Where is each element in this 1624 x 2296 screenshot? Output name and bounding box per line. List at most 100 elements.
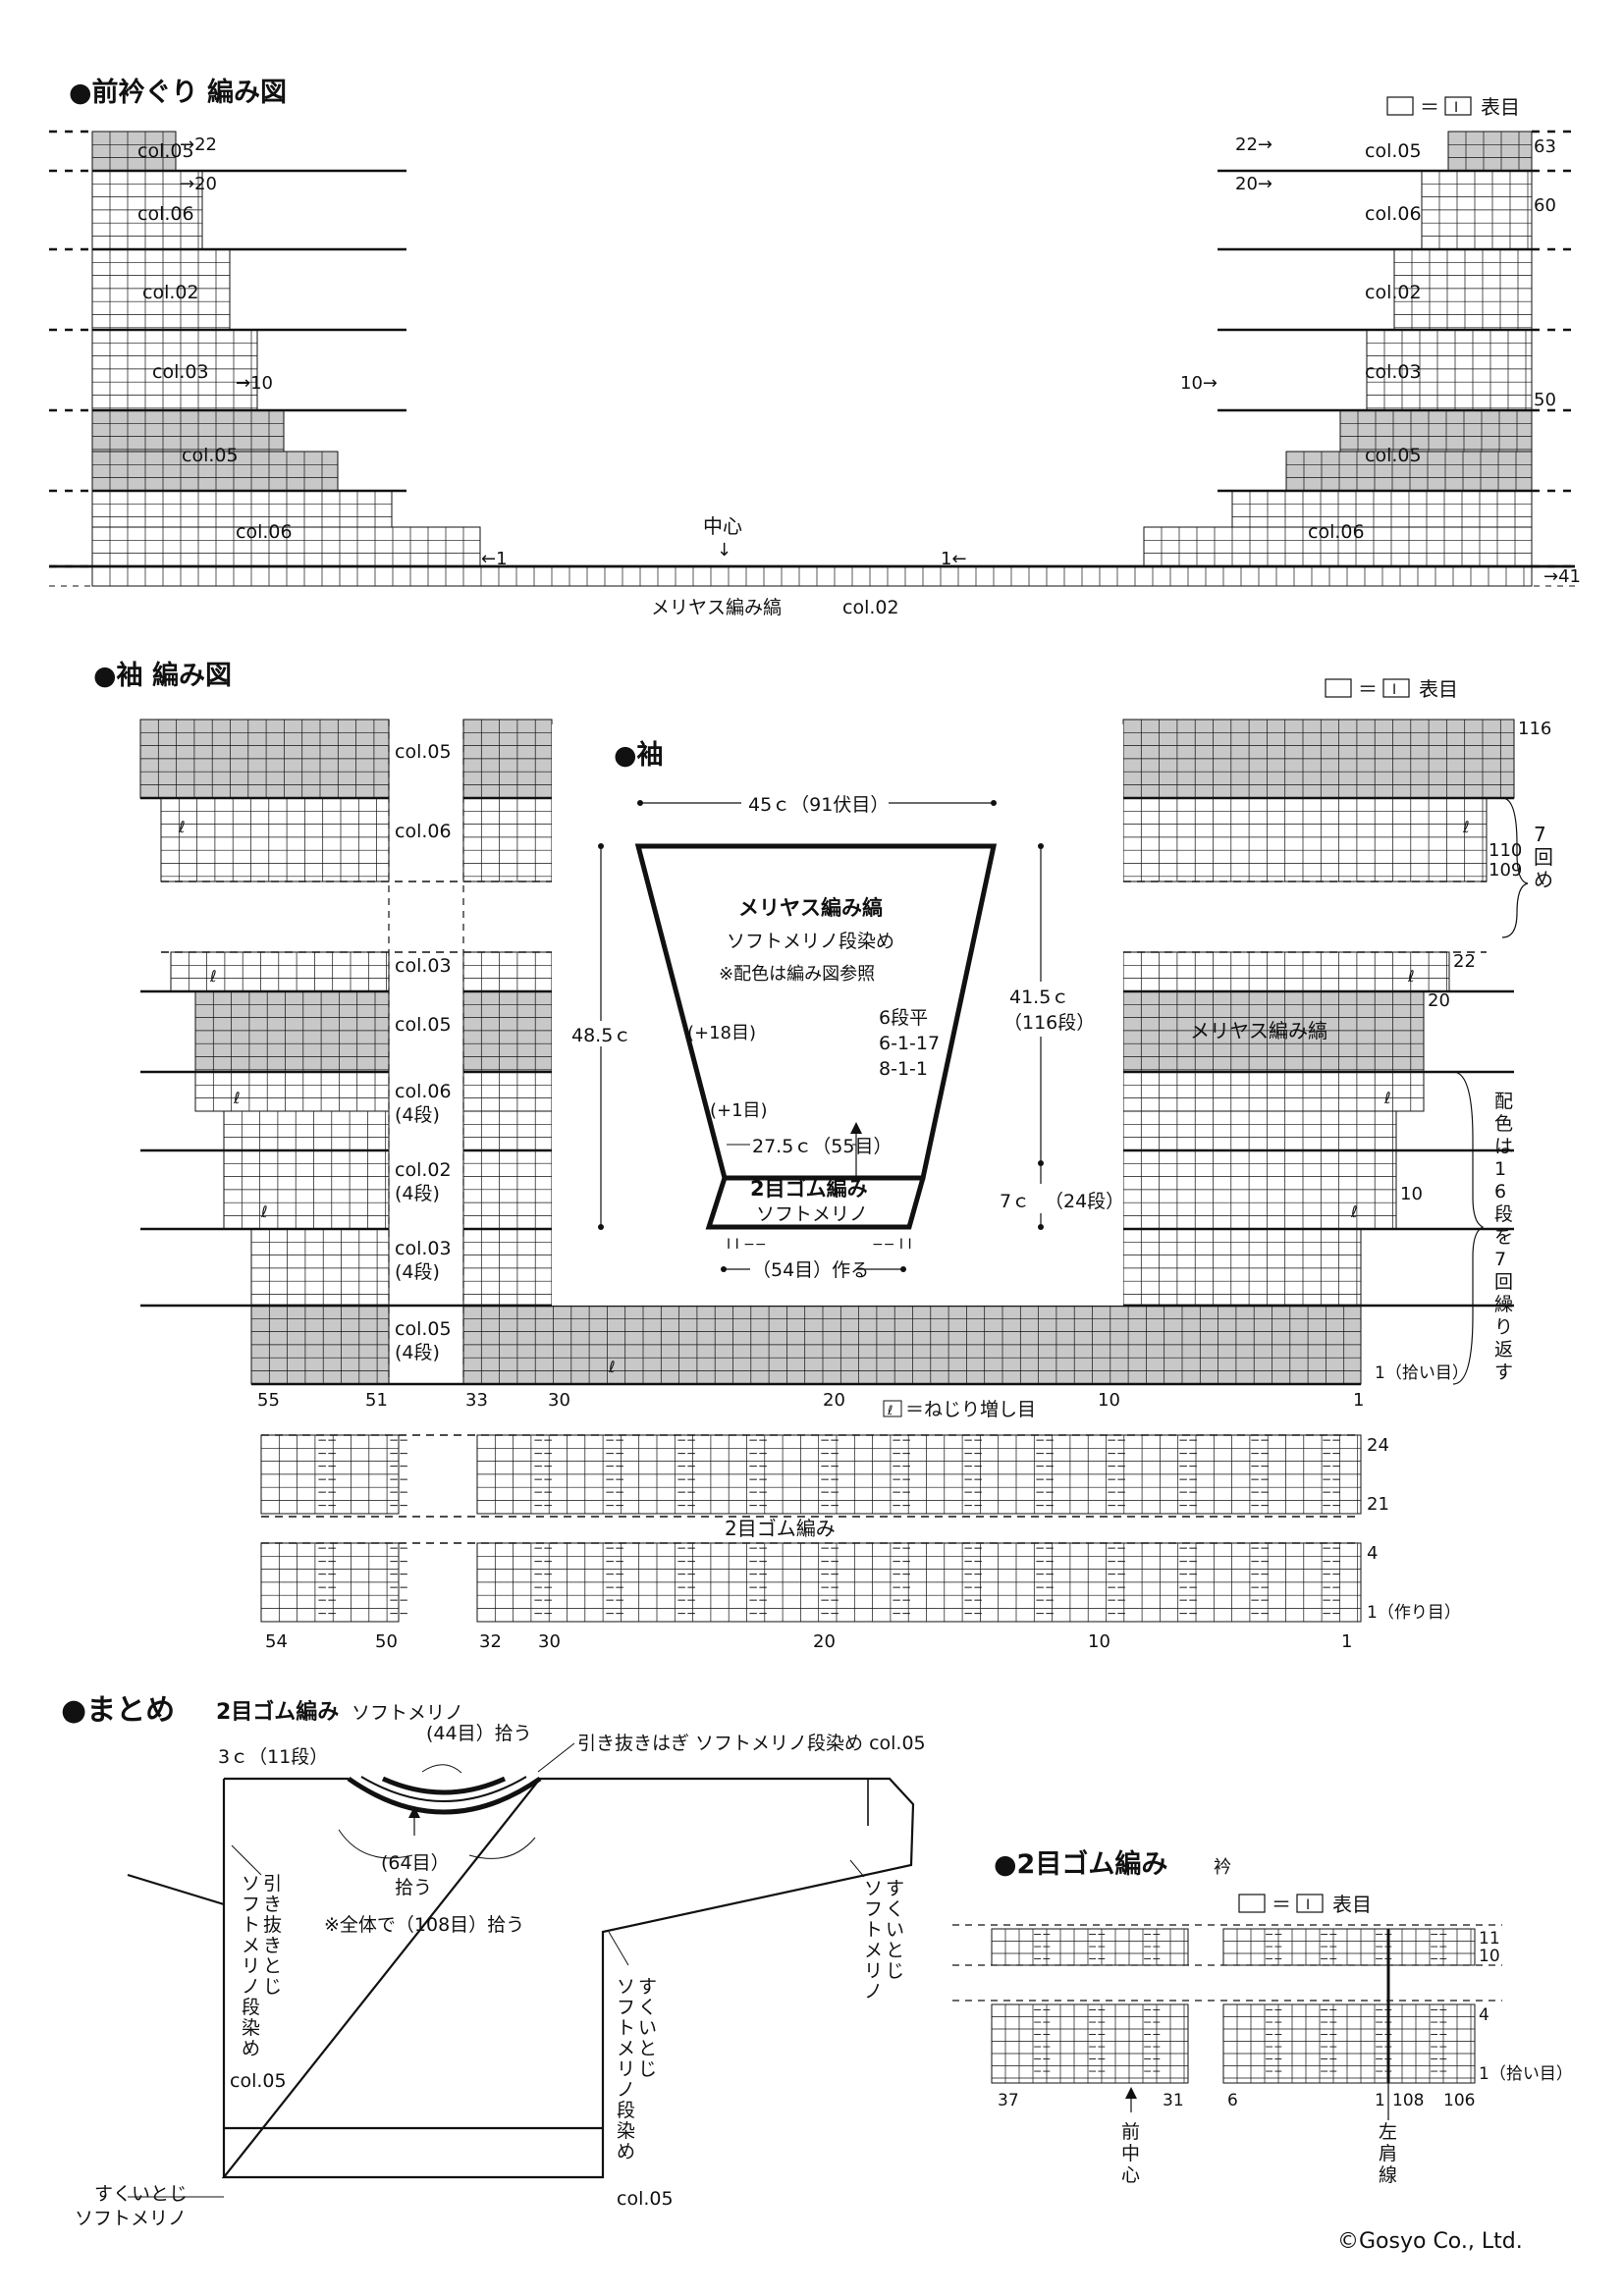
svg-text:−−: −− xyxy=(820,1593,839,1607)
svg-text:−−: −− xyxy=(963,1460,983,1473)
svg-text:−−: −− xyxy=(1033,2053,1051,2065)
sleeve-chart-title: ●袖 編み図 xyxy=(93,660,232,691)
svg-text:−−: −− xyxy=(533,1446,553,1460)
svg-text:表目: 表目 xyxy=(1419,677,1458,701)
svg-text:線: 線 xyxy=(1379,2164,1397,2186)
vertical-note-char: リ xyxy=(617,2058,635,2080)
svg-text:−−: −− xyxy=(892,1607,911,1621)
svg-text:肩: 肩 xyxy=(1379,2143,1397,2164)
svg-text:−−: −− xyxy=(1178,1499,1198,1513)
svg-text:−−: −− xyxy=(1265,2053,1282,2065)
collar-band-right-4: col.05 xyxy=(1365,445,1422,466)
svg-text:−−: −− xyxy=(892,1433,911,1447)
svg-text:−−: −− xyxy=(533,1593,553,1607)
sleeve-band-6: col.03 xyxy=(395,1238,452,1259)
svg-text:＝: ＝ xyxy=(1420,95,1439,119)
svg-text:54: 54 xyxy=(265,1631,288,1652)
vertical-note-char: い xyxy=(638,2017,657,2039)
svg-text:−−: −− xyxy=(677,1446,696,1460)
vertical-note-char: く xyxy=(886,1898,904,1920)
svg-text:−−: −− xyxy=(1035,1541,1055,1555)
svg-text:−−: −− xyxy=(1322,1554,1341,1568)
sleeve-band-5: col.02 xyxy=(395,1159,452,1181)
svg-text:↓: ↓ xyxy=(717,540,731,561)
svg-text:−−: −− xyxy=(1143,1928,1161,1941)
svg-text:−−: −− xyxy=(1430,2003,1447,2016)
svg-text:−−: −− xyxy=(317,1433,337,1447)
svg-text:6: 6 xyxy=(1227,2091,1238,2110)
svg-text:31: 31 xyxy=(1163,2091,1184,2110)
svg-text:−−: −− xyxy=(605,1485,624,1499)
svg-text:回: 回 xyxy=(1494,1271,1513,1293)
svg-text:−−: −− xyxy=(1107,1607,1126,1621)
svg-text:I I −−: I I −− xyxy=(727,1237,767,1253)
collar-band-left-3: col.03 xyxy=(152,361,209,383)
svg-text:−−: −− xyxy=(317,1499,337,1513)
svg-text:−−: −− xyxy=(1430,1941,1447,1953)
svg-text:20: 20 xyxy=(1428,990,1450,1011)
twist-increase-icon: ℓ xyxy=(1350,1202,1358,1221)
vertical-note-char: フ xyxy=(242,1894,260,1915)
vertical-note-char: め xyxy=(617,2141,635,2163)
svg-text:−−: −− xyxy=(677,1554,696,1568)
collar-band-right-3: col.03 xyxy=(1365,361,1422,383)
svg-text:−−: −− xyxy=(317,1541,337,1555)
svg-text:−−: −− xyxy=(1035,1433,1055,1447)
svg-text:−−: −− xyxy=(1143,2016,1161,2029)
collar-band-left-2: col.02 xyxy=(142,282,199,303)
vertical-note-char: め xyxy=(242,2038,260,2059)
svg-text:10: 10 xyxy=(1088,1631,1110,1652)
twist-increase-icon: ℓ xyxy=(1383,1089,1391,1107)
svg-text:−−: −− xyxy=(1320,1941,1337,1953)
svg-text:−−: −− xyxy=(389,1472,408,1486)
sleeve-band-0: col.05 xyxy=(395,741,452,763)
svg-text:−−: −− xyxy=(317,1580,337,1594)
svg-text:−−: −− xyxy=(1035,1568,1055,1581)
svg-text:−−: −− xyxy=(963,1607,983,1621)
svg-text:−−: −− xyxy=(533,1554,553,1568)
svg-text:27.5ｃ（55目）: 27.5ｃ（55目） xyxy=(752,1136,892,1157)
svg-text:−−: −− xyxy=(1430,2041,1447,2054)
svg-text:−−: −− xyxy=(1143,2065,1161,2078)
svg-text:−−: −− xyxy=(1107,1499,1126,1513)
svg-text:32: 32 xyxy=(479,1631,502,1652)
svg-text:−−: −− xyxy=(748,1433,768,1447)
svg-text:30: 30 xyxy=(548,1390,570,1411)
svg-text:(+18目): (+18目) xyxy=(687,1023,756,1043)
sleeve-band-6: (4段) xyxy=(395,1261,440,1283)
svg-text:22: 22 xyxy=(1453,951,1476,972)
svg-text:(+1目): (+1目) xyxy=(710,1100,768,1121)
svg-text:−−: −− xyxy=(1250,1607,1270,1621)
sleeve-grid: col.05col.06col.03col.05col.06(4段)col.02… xyxy=(139,719,1553,1652)
svg-text:−−: −− xyxy=(317,1554,337,1568)
sleeve-band-4: (4段) xyxy=(395,1104,440,1126)
svg-text:→20: →20 xyxy=(180,174,217,194)
svg-text:−−: −− xyxy=(1322,1472,1341,1486)
svg-text:1（拾い目）: 1（拾い目） xyxy=(1375,1363,1469,1383)
svg-text:−−: −− xyxy=(1320,2041,1337,2054)
svg-text:−−: −− xyxy=(748,1593,768,1607)
svg-text:−−: −− xyxy=(892,1460,911,1473)
svg-text:−−: −− xyxy=(1322,1460,1341,1473)
svg-text:6-1-17: 6-1-17 xyxy=(879,1033,940,1054)
svg-text:−−: −− xyxy=(892,1485,911,1499)
svg-text:−−: −− xyxy=(389,1499,408,1513)
svg-text:−−: −− xyxy=(677,1485,696,1499)
svg-text:20→: 20→ xyxy=(1235,174,1272,194)
svg-text:−−: −− xyxy=(1430,2053,1447,2065)
svg-text:−−: −− xyxy=(1107,1472,1126,1486)
svg-text:−−: −− xyxy=(963,1541,983,1555)
svg-text:−−: −− xyxy=(677,1460,696,1473)
svg-text:11: 11 xyxy=(1479,1929,1500,1949)
svg-text:−−: −− xyxy=(317,1607,337,1621)
svg-text:−−: −− xyxy=(1265,1928,1282,1941)
svg-text:−−: −− xyxy=(1178,1593,1198,1607)
svg-text:−−: −− xyxy=(1250,1485,1270,1499)
svg-text:前: 前 xyxy=(1121,2121,1140,2143)
svg-text:10: 10 xyxy=(1098,1390,1120,1411)
svg-text:−−: −− xyxy=(1265,2003,1282,2016)
svg-text:22→: 22→ xyxy=(1235,134,1272,155)
collar-rib-grid: −−−−−−−−−−−−−−−−−−−−−−−−−−−−−−−−−−−−−−−−… xyxy=(952,1924,1573,2186)
svg-text:−−: −− xyxy=(317,1460,337,1473)
svg-text:−−: −− xyxy=(1033,2016,1051,2029)
